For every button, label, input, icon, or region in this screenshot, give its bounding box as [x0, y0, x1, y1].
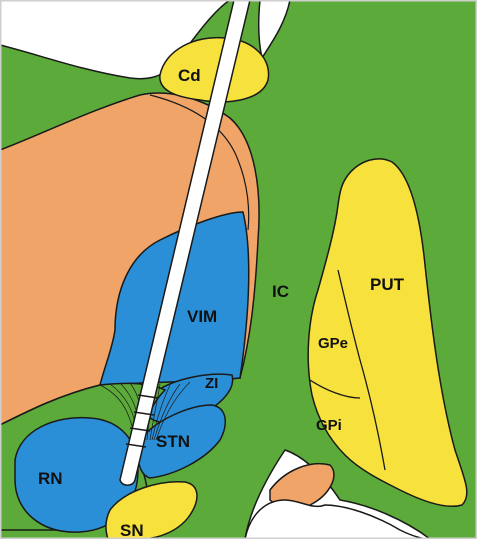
label-gpe: GPe: [318, 335, 348, 352]
label-vim: VIM: [187, 307, 217, 326]
label-put: PUT: [370, 275, 405, 294]
label-zi: ZI: [205, 375, 218, 392]
label-ic: IC: [272, 282, 289, 301]
label-sn: SN: [120, 521, 144, 539]
label-cd: Cd: [178, 66, 201, 85]
label-rn: RN: [38, 469, 63, 488]
label-gpi: GPi: [316, 417, 342, 434]
label-stn: STN: [156, 432, 190, 451]
